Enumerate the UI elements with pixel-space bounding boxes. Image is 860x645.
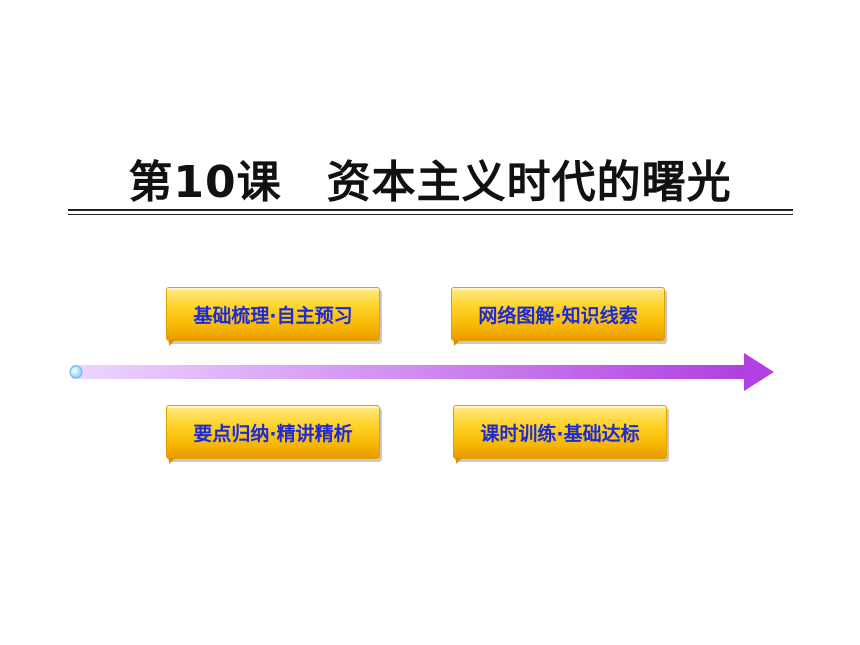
button-key-points-label: 要点归纳·精讲精析 [193,422,353,445]
slide-title: 第10课 资本主义时代的曙光 [128,157,732,208]
button-key-points[interactable]: 要点归纳·精讲精析 [166,405,380,464]
button-lesson-training-label: 课时训练·基础达标 [480,422,640,445]
button-corner-tab [169,340,175,346]
button-network-diagram-label: 网络图解·知识线索 [478,304,638,327]
timeline-start-dot [69,365,83,379]
timeline-arrow [69,353,774,391]
title-rule-thick [68,209,793,211]
button-lesson-training[interactable]: 课时训练·基础达标 [453,405,667,464]
button-corner-tab [456,458,462,464]
title-rule-thin [68,214,793,215]
button-corner-tab [454,340,460,346]
button-network-diagram[interactable]: 网络图解·知识线索 [451,287,665,346]
button-corner-tab [169,458,175,464]
button-basic-review[interactable]: 基础梳理·自主预习 [166,287,380,346]
button-basic-review-label: 基础梳理·自主预习 [193,304,353,327]
